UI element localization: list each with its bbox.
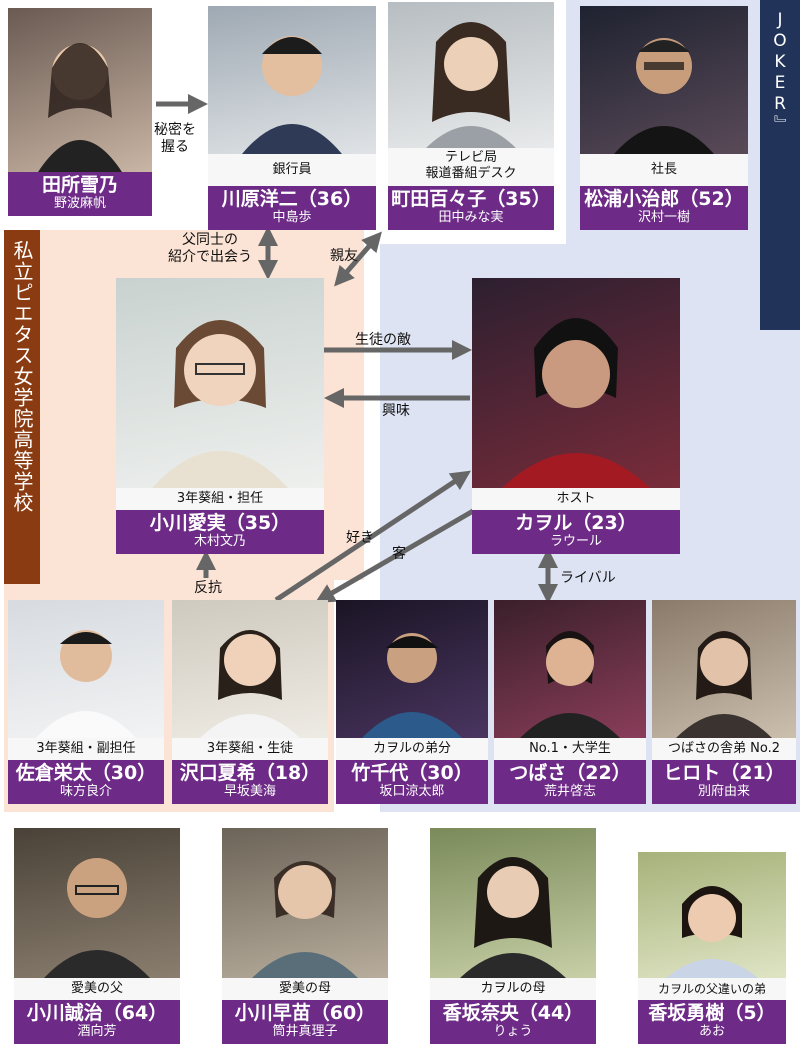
role-sakura: 3年葵組・副担任 bbox=[8, 738, 164, 760]
card-machida: テレビ局 報道番組デスク 町田百々子（35） 田中みな実 bbox=[388, 2, 554, 230]
card-kawahara: 銀行員 川原洋二（36） 中島歩 bbox=[208, 6, 376, 230]
namebar-kawahara: 川原洋二（36） 中島歩 bbox=[208, 186, 376, 230]
card-sawaguchi: 3年葵組・生徒 沢口夏希（18） 早坂美海 bbox=[172, 600, 328, 804]
card-hiroto: つばさの舎弟 No.2 ヒロト（21） 別府由来 bbox=[652, 600, 796, 804]
role-ogawa-manami: 3年葵組・担任 bbox=[116, 488, 324, 510]
card-ogawa-seiji: 愛美の父 小川誠治（64） 酒向芳 bbox=[14, 828, 180, 1044]
school-label: 私立ピエタス女学院高等学校 bbox=[4, 230, 40, 584]
photo-kosaka-yuki bbox=[638, 852, 786, 978]
photo-sakura bbox=[8, 600, 164, 738]
photo-kaworu bbox=[472, 278, 680, 488]
namebar-ogawa-manami: 小川愛実（35） 木村文乃 bbox=[116, 510, 324, 554]
namebar-hiroto: ヒロト（21） 別府由来 bbox=[652, 760, 796, 804]
card-sakura: 3年葵組・副担任 佐倉栄太（30） 味方良介 bbox=[8, 600, 164, 804]
photo-takechiyo bbox=[336, 600, 488, 738]
photo-tsubasa bbox=[494, 600, 646, 738]
namebar-tsubasa: つばさ（22） 荒井啓志 bbox=[494, 760, 646, 804]
photo-ogawa-sanae bbox=[222, 828, 388, 978]
namebar-kosaka-nao: 香坂奈央（44） りょう bbox=[430, 1000, 596, 1044]
namebar-sawaguchi: 沢口夏希（18） 早坂美海 bbox=[172, 760, 328, 804]
role-ogawa-seiji: 愛美の父 bbox=[14, 978, 180, 1000]
photo-machida bbox=[388, 2, 554, 150]
label-secret: 秘密を 握る bbox=[154, 122, 196, 155]
role-takechiyo: カヲルの弟分 bbox=[336, 738, 488, 760]
label-fathers: 父同士の 紹介で出会う bbox=[168, 232, 252, 266]
role-tsubasa: No.1・大学生 bbox=[494, 738, 646, 760]
namebar-tadokoro: 田所雪乃 野波麻帆 bbox=[8, 172, 152, 216]
label-interest: 興味 bbox=[382, 403, 410, 419]
role-hiroto: つばさの舎弟 No.2 bbox=[652, 738, 796, 760]
role-kawahara: 銀行員 bbox=[208, 154, 376, 186]
card-tadokoro: 田所雪乃 野波麻帆 bbox=[8, 8, 152, 216]
label-like: 好き bbox=[346, 530, 374, 546]
card-kaworu: ホスト カヲル（23） ラウール bbox=[472, 278, 680, 554]
card-takechiyo: カヲルの弟分 竹千代（30） 坂口涼太郎 bbox=[336, 600, 488, 804]
role-kosaka-nao: カヲルの母 bbox=[430, 978, 596, 1000]
namebar-ogawa-seiji: 小川誠治（64） 酒向芳 bbox=[14, 1000, 180, 1044]
club-label: ホストクラブ『THE JOKER』 bbox=[760, 0, 800, 330]
namebar-kaworu: カヲル（23） ラウール bbox=[472, 510, 680, 554]
namebar-kosaka-yuki: 香坂勇樹（5） あお bbox=[638, 1000, 786, 1044]
namebar-sakura: 佐倉栄太（30） 味方良介 bbox=[8, 760, 164, 804]
role-ogawa-sanae: 愛美の母 bbox=[222, 978, 388, 1000]
card-ogawa-manami: 3年葵組・担任 小川愛実（35） 木村文乃 bbox=[116, 278, 324, 554]
card-kosaka-yuki: カヲルの父違いの弟 香坂勇樹（5） あお bbox=[638, 852, 786, 1044]
label-rebel: 反抗 bbox=[194, 580, 222, 596]
namebar-machida: 町田百々子（35） 田中みな実 bbox=[388, 186, 554, 230]
role-sawaguchi: 3年葵組・生徒 bbox=[172, 738, 328, 760]
role-kosaka-yuki: カヲルの父違いの弟 bbox=[638, 978, 786, 1000]
namebar-takechiyo: 竹千代（30） 坂口涼太郎 bbox=[336, 760, 488, 804]
photo-hiroto bbox=[652, 600, 796, 738]
photo-ogawa-seiji bbox=[14, 828, 180, 978]
role-machida: テレビ局 報道番組デスク bbox=[388, 148, 554, 186]
card-tsubasa: No.1・大学生 つばさ（22） 荒井啓志 bbox=[494, 600, 646, 804]
photo-ogawa-manami bbox=[116, 278, 324, 488]
namebar-matsuura: 松浦小治郎（52） 沢村一樹 bbox=[580, 186, 748, 230]
role-matsuura: 社長 bbox=[580, 154, 748, 186]
photo-tadokoro bbox=[8, 8, 152, 172]
card-ogawa-sanae: 愛美の母 小川早苗（60） 筒井真理子 bbox=[222, 828, 388, 1044]
label-bestfriend: 親友 bbox=[330, 248, 358, 264]
label-enemy: 生徒の敵 bbox=[355, 332, 411, 348]
photo-sawaguchi bbox=[172, 600, 328, 738]
arrow-like bbox=[274, 470, 472, 603]
label-customer: 客 bbox=[392, 546, 406, 562]
photo-matsuura bbox=[580, 6, 748, 154]
card-kosaka-nao: カヲルの母 香坂奈央（44） りょう bbox=[430, 828, 596, 1044]
card-matsuura: 社長 松浦小治郎（52） 沢村一樹 bbox=[580, 6, 748, 230]
photo-kosaka-nao bbox=[430, 828, 596, 978]
arrow-bestfriend bbox=[334, 231, 382, 287]
arrow-customer bbox=[314, 497, 494, 604]
photo-kawahara bbox=[208, 6, 376, 154]
role-kaworu: ホスト bbox=[472, 488, 680, 510]
namebar-ogawa-sanae: 小川早苗（60） 筒井真理子 bbox=[222, 1000, 388, 1044]
label-rival: ライバル bbox=[560, 570, 616, 586]
